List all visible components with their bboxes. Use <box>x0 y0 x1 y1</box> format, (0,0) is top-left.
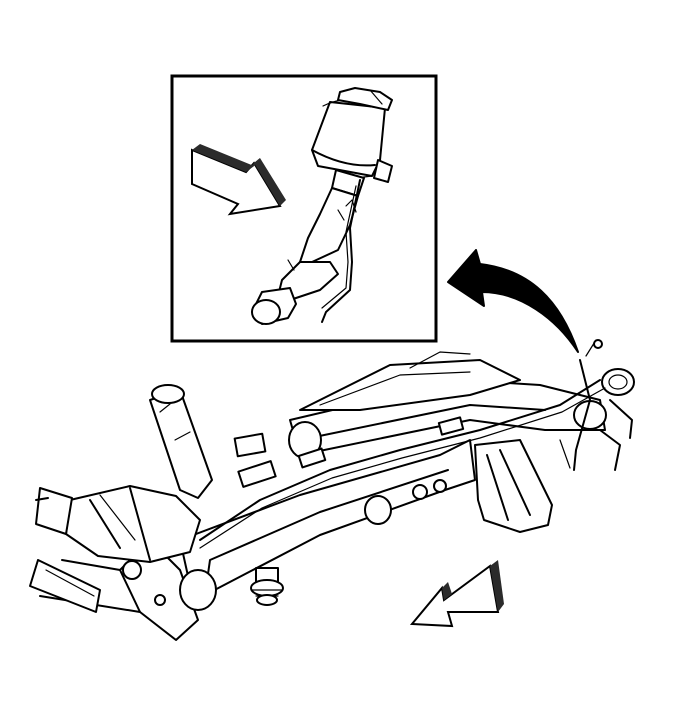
crossmember-end-hole <box>179 569 217 611</box>
inset-exhaust-pipe <box>251 187 359 325</box>
inset-direction-arrow-icon <box>191 144 286 216</box>
inset-sensor-wire <box>321 179 361 323</box>
wiring-harness-upper <box>199 379 601 541</box>
main-crossmember <box>179 439 476 596</box>
zoom-callout-arrow-icon <box>447 249 579 353</box>
inset-frame <box>170 74 438 343</box>
exhaust-pipe-downstream <box>29 559 101 613</box>
vehicle-frame-assembly <box>29 339 635 641</box>
right-mount-bracket <box>474 439 553 533</box>
detail-inset <box>170 74 438 343</box>
exhaust-pipe-upstream <box>149 389 213 499</box>
catalytic-converter-main <box>65 485 201 563</box>
inset-sensor-wire-inner <box>321 185 357 309</box>
body-mount-isolator <box>250 567 284 606</box>
filler-neck <box>601 368 635 396</box>
front-direction-arrow-icon <box>409 560 504 628</box>
crossmember-hole <box>364 495 392 525</box>
